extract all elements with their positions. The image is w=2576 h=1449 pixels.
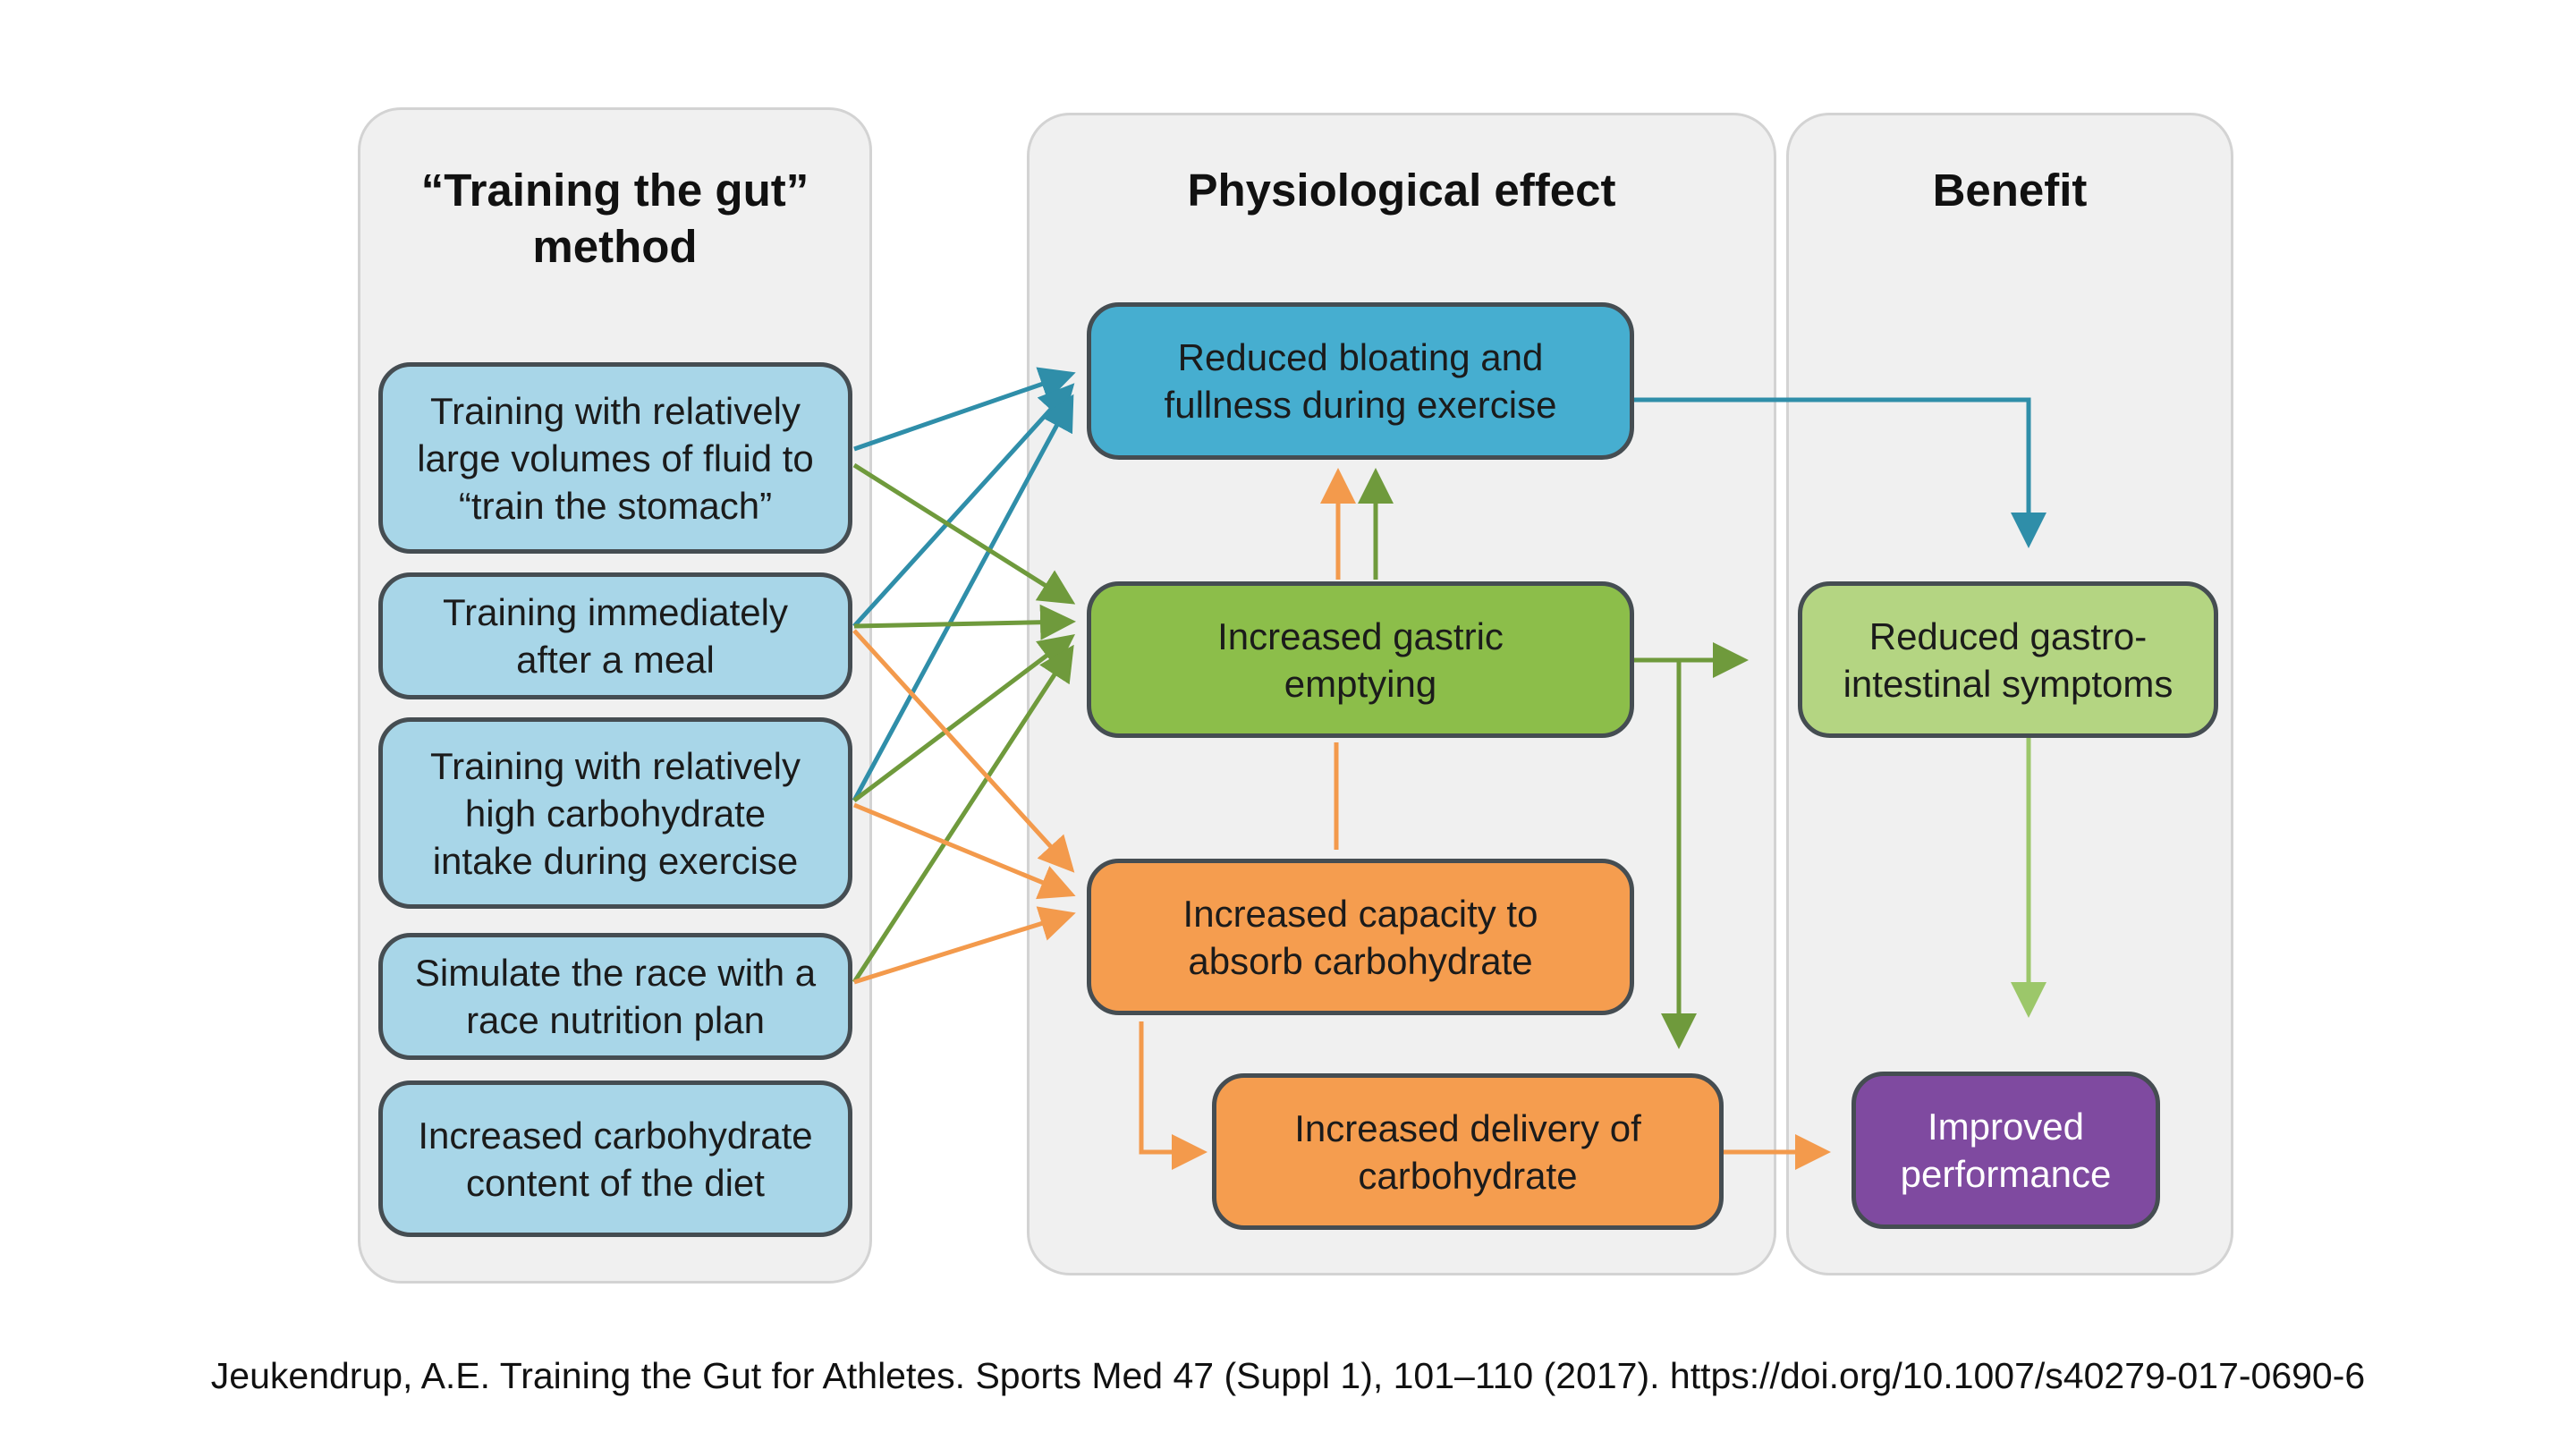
panel-effect-title: Physiological effect xyxy=(1187,165,1616,216)
effect-gastric-emptying: Increased gastric emptying xyxy=(1087,581,1634,738)
benefit-reduced-gi-symptoms: Reduced gastro- intestinal symptoms xyxy=(1798,581,2218,738)
method-high-carb: Training with relatively high carbohydra… xyxy=(378,717,852,909)
citation-text: Jeukendrup, A.E. Training the Gut for At… xyxy=(210,1355,2366,1396)
method-simulate-race: Simulate the race with a race nutrition … xyxy=(378,933,852,1060)
panel-benefit-title: Benefit xyxy=(1932,165,2088,216)
benefit-improved-performance: Improved performance xyxy=(1852,1072,2160,1229)
effect-reduced-bloating: Reduced bloating and fullness during exe… xyxy=(1087,302,1634,460)
effect-absorb-carbohydrate: Increased capacity to absorb carbohydrat… xyxy=(1087,859,1634,1015)
panel-method-title: “Training the gut” method xyxy=(420,165,809,272)
method-large-fluid: Training with relatively large volumes o… xyxy=(378,362,852,554)
method-carb-diet: Increased carbohydrate content of the di… xyxy=(378,1080,852,1237)
effect-carbohydrate-delivery: Increased delivery of carbohydrate xyxy=(1212,1073,1724,1230)
method-after-meal: Training immediately after a meal xyxy=(378,572,852,699)
